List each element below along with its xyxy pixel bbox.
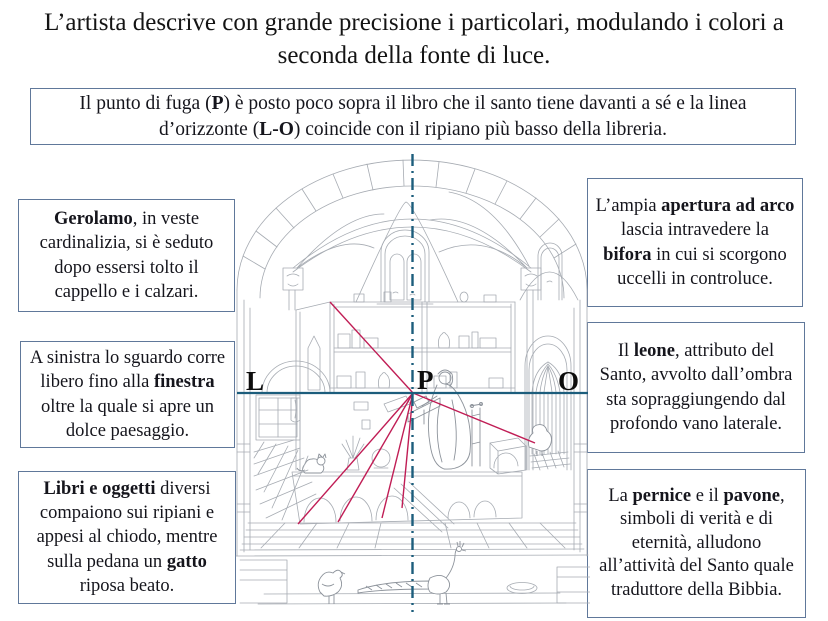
annotation-box-apertura-ad-arco: L’ampia apertura ad arco lascia intraved… xyxy=(587,178,803,307)
horizon-left-label: L xyxy=(246,366,264,396)
right-arcade xyxy=(524,335,572,471)
cat-figure xyxy=(296,453,327,474)
annotation-box-leone: Il leone, attributo del Santo, avvolto d… xyxy=(587,322,805,453)
annotation-box-pernice-pavone: La pernice e il pavone, simboli di verit… xyxy=(587,469,806,618)
right-window xyxy=(537,242,563,301)
side-pilasters xyxy=(236,289,588,557)
study-partition-wall xyxy=(261,301,331,471)
saint-gerolamo-figure xyxy=(407,369,483,470)
annotation-text: La pernice e il pavone, simboli di verit… xyxy=(599,485,794,600)
annotation-text: Gerolamo, in veste cardinalizia, si è se… xyxy=(39,209,214,302)
annotation-text: Libri e oggetti diversi compaiono sui ri… xyxy=(36,479,218,596)
annotation-box-libri-gatto: Libri e oggetti diversi compaiono sui ri… xyxy=(18,471,236,604)
study-platform xyxy=(291,435,523,533)
hen-figure xyxy=(528,424,552,456)
partridge-figure xyxy=(317,569,346,604)
annotation-box-finestra: A sinistra lo sguardo corre libero fino … xyxy=(20,341,235,448)
horizon-and-axis-lines xyxy=(237,154,588,612)
peacock-figure xyxy=(357,541,467,605)
slide-title: L’artista descrive con grande precisione… xyxy=(44,9,784,69)
stool xyxy=(489,437,527,475)
annotation-text: A sinistra lo sguardo corre libero fino … xyxy=(29,348,226,441)
intro-text: Il punto di fuga (P) è posto poco sopra … xyxy=(79,93,747,140)
engraving-figure: L P O xyxy=(235,154,590,612)
left-window-and-floor xyxy=(253,394,317,521)
bifora-window xyxy=(376,229,434,305)
vanishing-point-label: P xyxy=(417,365,434,395)
annotation-text: Il leone, attributo del Santo, avvolto d… xyxy=(599,341,793,434)
annotation-text: L’ampia apertura ad arco lascia intraved… xyxy=(595,196,795,289)
annotation-box-gerolamo: Gerolamo, in veste cardinalizia, si è se… xyxy=(18,199,235,312)
horizon-right-label: O xyxy=(558,366,579,396)
bowl-figure xyxy=(506,582,538,594)
bookcase xyxy=(329,291,516,430)
perspective-rays xyxy=(297,301,536,525)
intro-box: Il punto di fuga (P) è posto poco sopra … xyxy=(30,88,796,145)
